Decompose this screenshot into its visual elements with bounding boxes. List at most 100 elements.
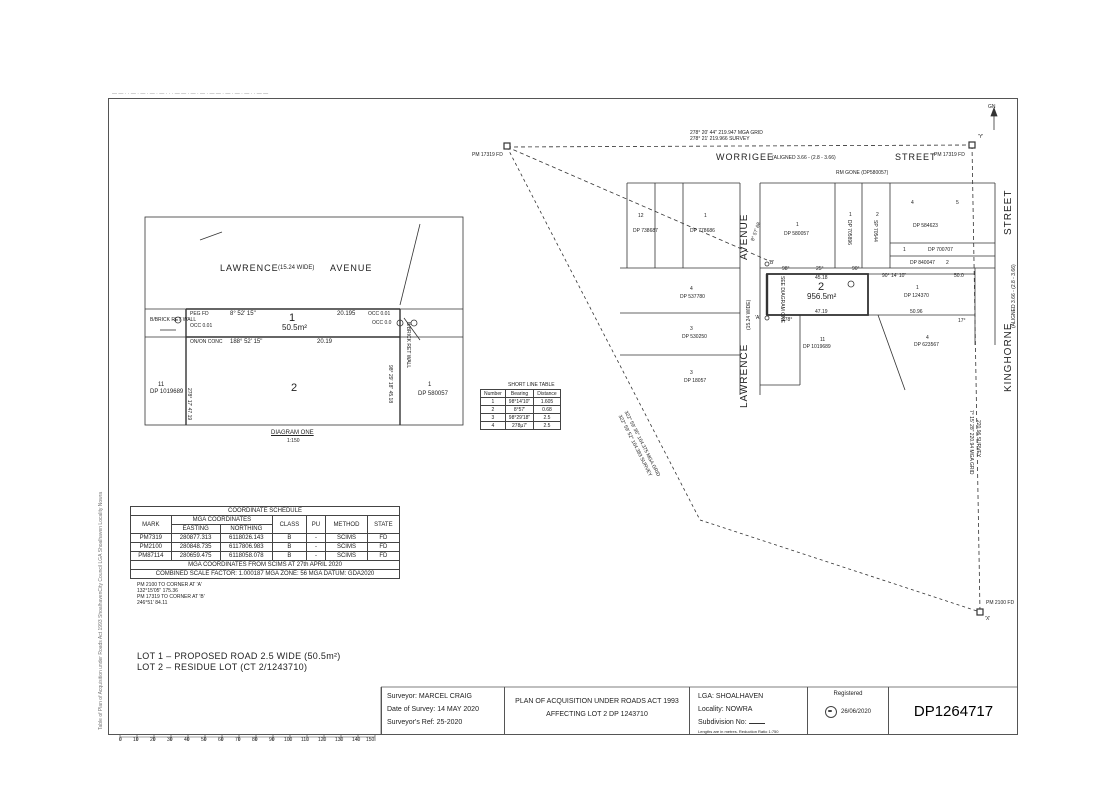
dim-label: 50.96	[910, 309, 923, 315]
lga: LGA: SHOALHAVEN	[698, 693, 764, 700]
registered-row: 26/06/2020	[808, 706, 888, 718]
scale-label: 120	[318, 737, 327, 743]
rm-gone: RM GONE (DP580057)	[836, 170, 889, 176]
title-block-lga: LGA: SHOALHAVEN Locality: NOWRA Subdivis…	[689, 687, 807, 735]
dim-label: 90° 14' 10"	[882, 273, 907, 279]
scale-label: 150	[366, 737, 375, 743]
lot-number: 5	[956, 200, 959, 206]
diagram-lot-left-dp: DP 1019689	[150, 389, 184, 395]
corner-a: 'A'	[755, 315, 761, 321]
diagram-bearing-bottom: 188° 52' 15"	[230, 339, 263, 345]
coord-cell: 280848.735	[170, 542, 221, 552]
coord-cell: -	[305, 551, 327, 561]
dim-label: 45.18	[815, 275, 828, 281]
slt-cell: 8°57'	[504, 405, 535, 414]
diagram-occ-right-2: OCC 0.0	[372, 320, 392, 326]
survey-bearing-top: 278° 21' 219.966 SURVEY	[690, 136, 750, 142]
coord-cell: -	[305, 533, 327, 543]
diagram-wall-left: B/BRICK RET WALL	[150, 317, 197, 323]
slt-header: Distance	[533, 389, 561, 398]
coord-cell: PM7319	[130, 533, 172, 543]
scale-label: 110	[301, 737, 309, 743]
dim-label: 98°	[782, 266, 790, 272]
scale-label: 70	[235, 737, 241, 743]
coord-cell: 6118058.078	[219, 551, 274, 561]
diagram-lot-right-dp: DP 580057	[418, 391, 448, 397]
lot-number: 2	[946, 260, 949, 266]
scale-label: 50	[201, 737, 207, 743]
kinghorne-aligned: (ALIGNED 3.66 - (2.8 - 3.66)	[1011, 264, 1017, 328]
lengths-note: Lengths are in metres. Reduction Ratio 1…	[698, 729, 779, 734]
table-row: 3 98°29'18" 2.5	[480, 413, 561, 422]
diagram-occ-left: OCC 0.01	[190, 323, 213, 329]
slt-cell: 2	[480, 405, 506, 414]
coord-cell: 280659.475	[170, 551, 221, 561]
slt-cell: 4	[480, 421, 506, 430]
scale-label: 0	[119, 737, 122, 743]
locality: Locality: NOWRA	[698, 706, 753, 713]
slt-header: Bearing	[504, 389, 535, 398]
dp-label: DP 738687	[633, 228, 658, 234]
slt-cell: 1	[480, 397, 506, 406]
main-lot2-number: 2	[818, 281, 825, 293]
lot-number: 1	[849, 212, 852, 218]
surveyor-name: Surveyor: MARCEL CRAIG	[387, 693, 472, 700]
dp-label: DP 623567	[914, 342, 939, 348]
dp-label: DP 530250	[682, 334, 707, 340]
registered-label: Registered	[833, 691, 863, 697]
kinghorne-street: KINGHORNE	[1003, 322, 1014, 392]
grid-bearing-top: 278° 20' 44" 219.947 MGA GRID	[690, 130, 763, 136]
table-row: 2 8°57' 0.68	[480, 405, 561, 414]
coord-cell: SCIMS	[325, 542, 368, 552]
diagram-lot-right: 1	[428, 382, 432, 388]
slt-cell: 278µ7'	[504, 421, 535, 430]
diagram-bearing-right: 98° 29' 18" 45.18	[387, 365, 393, 404]
pm-note: 132°15'05" 175.36	[137, 588, 178, 594]
dp-label: DP 584623	[913, 223, 938, 229]
slt-cell: 3	[480, 413, 506, 422]
diagram-occ-right: OCC 0.01	[368, 311, 391, 317]
dim-label: 50.0	[954, 273, 964, 279]
coord-cell: SCIMS	[325, 533, 368, 543]
coord-cell: PM2100	[130, 542, 172, 552]
title-block-surveyor: Surveyor: MARCEL CRAIG Date of Survey: 1…	[381, 687, 504, 735]
nsw-seal-icon	[824, 706, 837, 718]
dp-label: DP 705896	[846, 220, 852, 245]
dim-label: 17°	[958, 318, 966, 324]
slt-cell: 1.605	[533, 397, 561, 406]
avenue-lower: LAWRENCE	[739, 343, 750, 408]
pm-note: PM 17319 TO CORNER AT 'B'	[137, 594, 205, 600]
slt-cell: 0.68	[533, 405, 561, 414]
coord-cell: FD	[366, 551, 401, 561]
table-row: 4 278µ7' 2.5	[480, 421, 561, 430]
coord-cell: FD	[366, 542, 401, 552]
plan-title-1: PLAN OF ACQUISITION UNDER ROADS ACT 1993	[515, 698, 679, 705]
scale-label: 90	[269, 737, 275, 743]
lot-number: 4	[926, 335, 929, 341]
dp-label: DP 700707	[928, 247, 953, 253]
dp-label: DP 840047	[910, 260, 935, 266]
title-block-plan-number: DP1264717	[888, 687, 1018, 735]
slt-header: Number	[480, 389, 506, 398]
avenue-width: (15.24 WIDE)	[746, 299, 752, 330]
dp-label: DP 778686	[690, 228, 715, 234]
scale-label: 60	[218, 737, 224, 743]
north-label: GN	[988, 104, 996, 110]
diagram-one-frame	[144, 216, 464, 426]
top-margin-marks: — — · · — · — · — · — · · · — — · — · — …	[112, 91, 269, 97]
diagram-one-scale: 1:150	[287, 438, 300, 444]
surveyor-ref: Surveyor's Ref: 25-2020	[387, 719, 463, 726]
coord-cell: SCIMS	[325, 551, 368, 561]
coord-header: METHOD	[325, 515, 368, 534]
scale-label: 80	[252, 737, 258, 743]
table-row: PM2100 280848.735 6117806.983 B - SCIMS …	[130, 542, 401, 552]
title-block-title: PLAN OF ACQUISITION UNDER ROADS ACT 1993…	[504, 687, 689, 735]
plan-title-2: AFFECTING LOT 2 DP 1243710	[546, 711, 648, 718]
diagram-bearing-left: 278° 17' 47.19	[186, 388, 192, 421]
plan-number: DP1264717	[913, 702, 994, 720]
coord-cell: -	[305, 542, 327, 552]
pm-note: 246°51' 84.11	[137, 600, 168, 606]
lot-number: 11	[820, 337, 826, 343]
diagram-one-caption: DIAGRAM ONE	[271, 430, 314, 436]
